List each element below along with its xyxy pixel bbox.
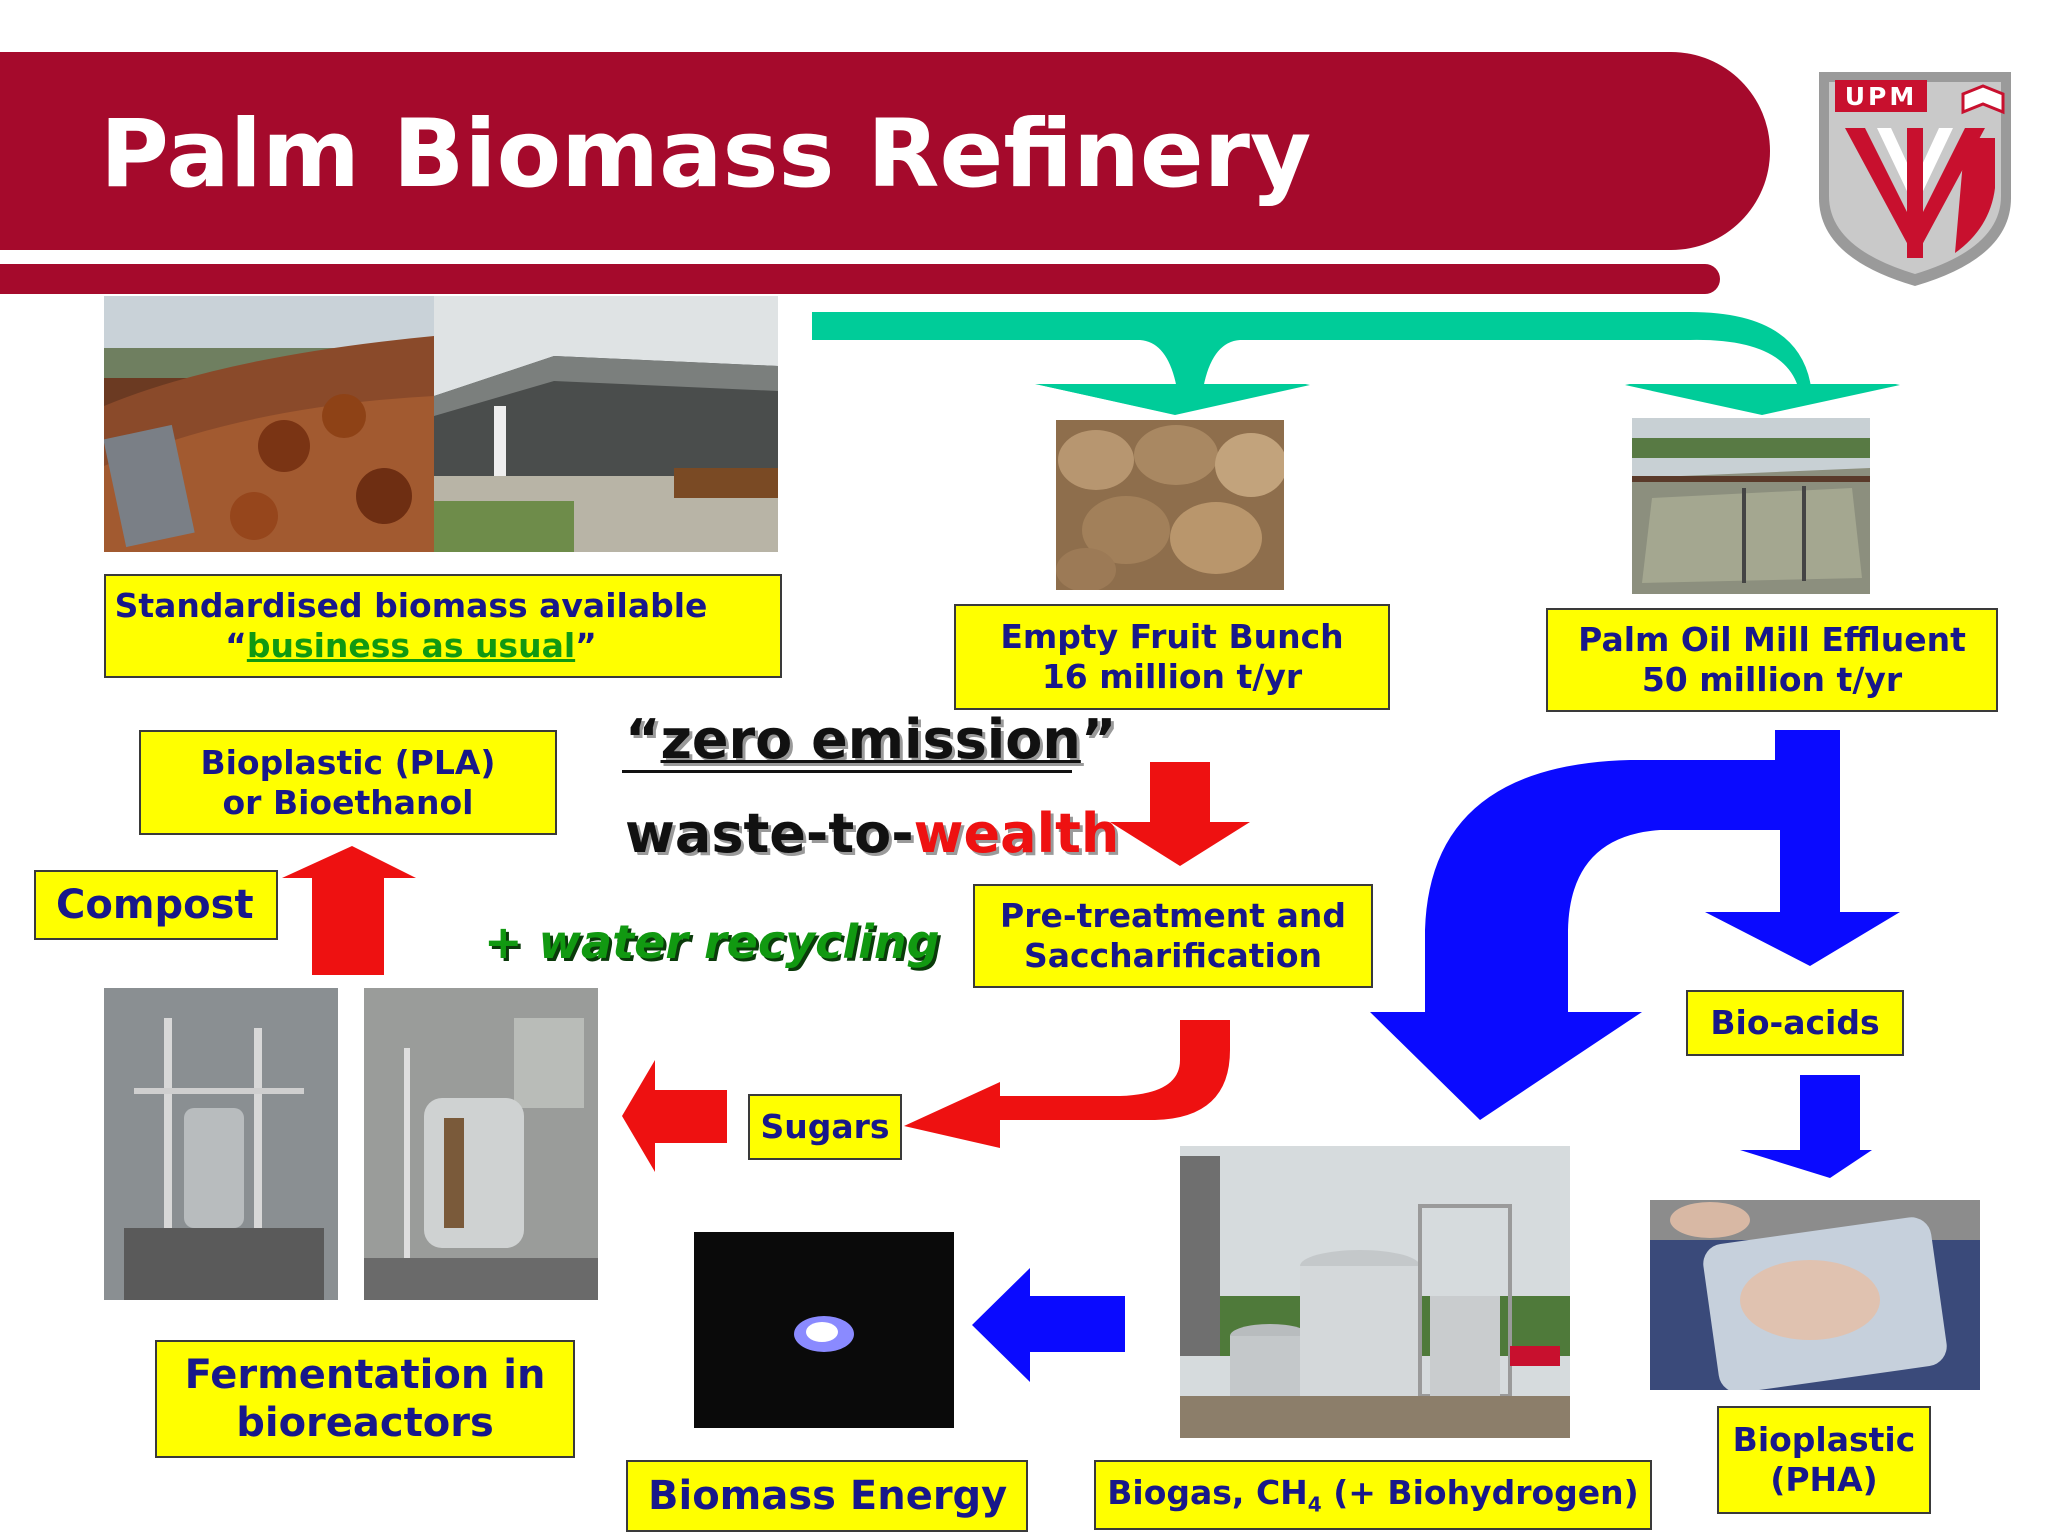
- blue-arrow-pome-biogas: [1370, 730, 1840, 1120]
- pretreatment-line1: Pre-treatment and: [1000, 896, 1346, 936]
- fermentation-line2: bioreactors: [236, 1400, 494, 1446]
- fermentation-line1: Fermentation in: [184, 1352, 546, 1398]
- red-arrow-fermentation-bioplastic: [282, 846, 416, 975]
- pha-line1: Bioplastic: [1732, 1420, 1916, 1460]
- box-empty-fruit-bunch: Empty Fruit Bunch 16 million t/yr: [954, 604, 1390, 710]
- pla-line2: or Bioethanol: [222, 782, 474, 822]
- teal-arrowhead-efb: [1035, 384, 1310, 414]
- teal-arrowhead-pome: [1625, 384, 1900, 414]
- photo-fruit-bunches: [104, 296, 434, 552]
- slide-title: Palm Biomass Refinery: [100, 100, 1312, 209]
- title-banner-stripe: [0, 264, 1720, 294]
- slogan-underline: [622, 770, 1072, 773]
- pome-line1: Palm Oil Mill Effluent: [1578, 620, 1966, 660]
- biogas-label: Biogas, CH4 (+ Biohydrogen): [1107, 1473, 1639, 1517]
- logo-text: UPM: [1844, 82, 1918, 111]
- standardised-line1: Standardised biomass available: [114, 586, 708, 626]
- upm-logo: UPM: [1815, 68, 2015, 290]
- box-compost: Compost: [34, 870, 278, 940]
- red-arrow-efb-pretreatment: [1110, 762, 1250, 866]
- slogan-zero-emission: “zero emission”: [625, 708, 1117, 771]
- blue-arrow-biogas-energy: [972, 1268, 1125, 1382]
- box-biomass-energy: Biomass Energy: [626, 1460, 1028, 1532]
- pla-line1: Bioplastic (PLA): [200, 742, 496, 782]
- efb-line2: 16 million t/yr: [1041, 657, 1303, 696]
- pha-line2: (PHA): [1770, 1460, 1878, 1499]
- photo-biomass-energy: [694, 1232, 954, 1428]
- pretreatment-line2: Saccharification: [1023, 936, 1323, 975]
- bioacids-label: Bio-acids: [1710, 1003, 1880, 1043]
- box-fermentation: Fermentation in bioreactors: [155, 1340, 575, 1458]
- sugars-label: Sugars: [760, 1107, 890, 1147]
- photo-biogas-plant: [1180, 1146, 1570, 1438]
- standardised-quote: “business as usual”: [225, 626, 597, 665]
- photo-bioreactor-1: [104, 988, 338, 1300]
- slogan-water-recycling: + water recycling: [484, 915, 940, 969]
- box-palm-oil-mill-effluent: Palm Oil Mill Effluent 50 million t/yr: [1546, 608, 1998, 712]
- red-arrow-sugars-fermentation: [622, 1060, 727, 1172]
- business-as-usual-link[interactable]: business as usual: [246, 626, 576, 665]
- photo-bioreactor-2: [364, 988, 598, 1300]
- box-bio-acids: Bio-acids: [1686, 990, 1904, 1056]
- blue-arrow-pome-bioacids: [1705, 830, 1900, 966]
- blue-arrow-bioacids-pha: [1740, 1075, 1872, 1178]
- box-sugars: Sugars: [748, 1094, 902, 1160]
- methane-subscript: 4: [1307, 1492, 1322, 1517]
- box-bioplastic-pha: Bioplastic (PHA): [1717, 1406, 1931, 1514]
- biomass-energy-label: Biomass Energy: [648, 1473, 1008, 1519]
- title-banner: [0, 52, 1770, 250]
- photo-palm-oil-mill: [434, 296, 778, 552]
- slogan-waste-to-wealth: waste-to-wealth: [625, 802, 1120, 865]
- box-bioplastic-pla: Bioplastic (PLA) or Bioethanol: [139, 730, 557, 835]
- box-pretreatment: Pre-treatment and Saccharification: [973, 884, 1373, 988]
- efb-line1: Empty Fruit Bunch: [1000, 617, 1344, 657]
- box-standardised-biomass: Standardised biomass available “business…: [104, 574, 782, 678]
- photo-bioplastic-pha: [1650, 1200, 1980, 1390]
- photo-effluent-pond: [1632, 418, 1870, 594]
- pome-line2: 50 million t/yr: [1641, 660, 1903, 699]
- red-arrow-pretreatment-sugars: [904, 1020, 1230, 1148]
- compost-label: Compost: [56, 882, 254, 928]
- photo-empty-fruit-bunch: [1056, 420, 1284, 590]
- box-biogas: Biogas, CH4 (+ Biohydrogen): [1094, 1460, 1652, 1530]
